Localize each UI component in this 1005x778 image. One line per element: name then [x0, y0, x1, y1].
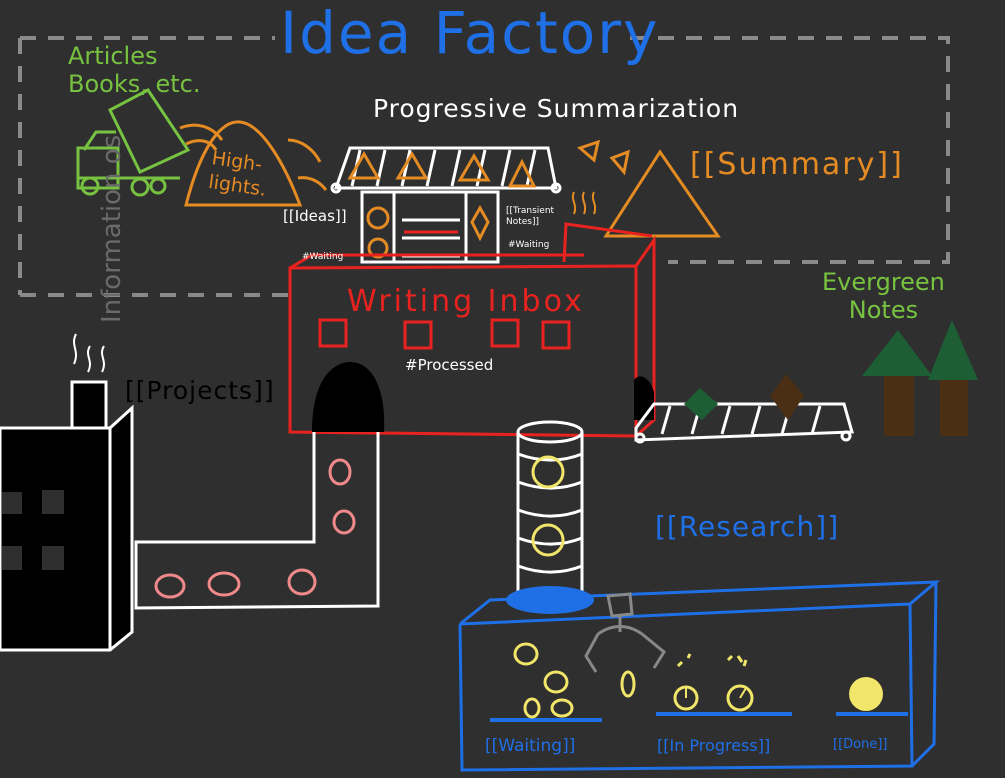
- evergreen-note-green: [684, 388, 718, 420]
- research-done-item: [849, 677, 883, 711]
- summary-label: [[Summary]]: [690, 147, 904, 182]
- highlights-label: High- lights.: [207, 147, 268, 201]
- transient-notes-label: [[Transient Notes]]: [506, 206, 555, 227]
- inbox-tunnel: [312, 362, 385, 432]
- idea-circles: [366, 204, 490, 259]
- page-title: Idea Factory: [280, 0, 660, 67]
- research-claw-icon: [584, 592, 666, 673]
- research-box: [458, 580, 941, 772]
- projects-pipe-circles: [154, 458, 356, 599]
- highlights-pile-icon: [179, 120, 328, 207]
- ideas-label: [[Ideas]]: [283, 207, 347, 225]
- research-items: [513, 642, 754, 719]
- evergreen-notes-label: Evergreen Notes: [822, 268, 945, 324]
- projects-pipe: [134, 432, 380, 610]
- evergreen-trees-icon: [862, 320, 978, 436]
- evergreen-note-brown: [770, 374, 804, 420]
- transient-steam-icon: [571, 191, 597, 215]
- research-tube-circles: [531, 455, 565, 557]
- waiting-tag-left: #Waiting: [302, 252, 344, 262]
- research-tube: [516, 420, 584, 598]
- dump-truck-icon: [76, 88, 191, 197]
- factory-smoke-icon: [73, 333, 105, 373]
- projects-label: [[Projects]]: [125, 376, 275, 405]
- evergreen-conveyor-icon: [634, 402, 854, 444]
- processed-tag: #Processed: [405, 356, 494, 374]
- waiting-tag-right: #Waiting: [508, 240, 550, 250]
- writing-inbox-label: Writing Inbox: [347, 284, 585, 319]
- research-label: [[Research]]: [655, 510, 840, 543]
- research-done-label: [[Done]]: [833, 737, 888, 752]
- research-in-progress-label: [[In Progress]]: [657, 736, 771, 755]
- inbox-exit: [634, 376, 654, 420]
- research-tube-base: [506, 586, 594, 614]
- research-waiting-label: [[Waiting]]: [485, 736, 576, 756]
- progressive-summarization-label: Progressive Summarization: [373, 94, 740, 123]
- summary-triangles: [347, 139, 721, 238]
- information-zone-boundary: [18, 36, 950, 297]
- articles-books-label: Articles Books, etc.: [68, 42, 201, 98]
- projects-factory-building: [0, 380, 134, 652]
